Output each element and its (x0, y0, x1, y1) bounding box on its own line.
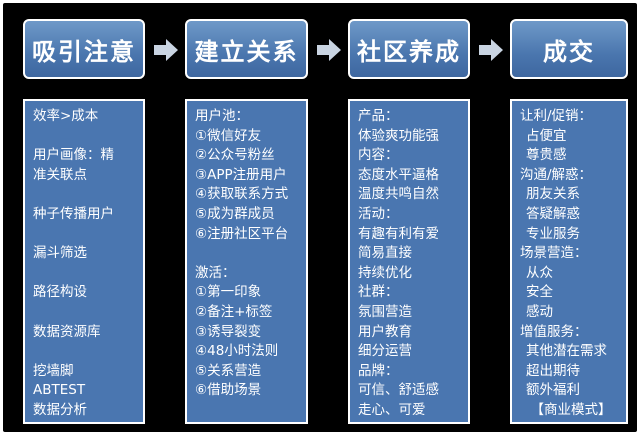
detail-line: 朋友关系 (526, 186, 580, 203)
detail-line: 体验爽功能强 (358, 127, 439, 144)
detail-line: 用户画像：精 (33, 147, 114, 164)
detail-line: ③诱导裂变 (195, 323, 262, 340)
detail-line: 活动： (358, 205, 399, 222)
detail-line: 路径构设 (33, 284, 87, 301)
detail-line: 【商业模式】 (530, 401, 612, 418)
stage-detail-box-4: 让利/促销： 占便宜尊贵感沟通/解惑： 朋友关系答疑解惑专业服务场景营造： 从众安全感… (510, 99, 628, 424)
detail-line: ABTEST (33, 382, 86, 399)
detail-line: ②备注+标签 (195, 303, 273, 320)
detail-line: 细分运营 (358, 343, 412, 360)
detail-line: 用户池： (195, 108, 249, 124)
arrow-right-icon (317, 39, 341, 61)
stage-detail-box-3: 产品： 体验爽功能强内容： 态度水平逼格温度共鸣自然活动： 有趣有利有爱简易直接持续优… (348, 99, 470, 424)
detail-line: 增值服务： (520, 323, 588, 340)
arrow-right-icon (154, 39, 178, 61)
detail-line: 准关联点 (33, 166, 87, 183)
detail-line: 答疑解惑 (526, 205, 580, 222)
detail-line: 持续优化 (358, 264, 412, 281)
detail-line: 超出期待 (526, 362, 580, 379)
detail-line: 用户教育 (358, 323, 412, 340)
detail-line: 社群： (358, 284, 399, 301)
stage-detail-box-2: 用户池： ①微信好友 ②公众号粉丝 ③APP注册用户 ④获取联系方式 ⑤成为群成员 ⑥注册社… (185, 99, 308, 424)
detail-line: 态度水平逼格 (358, 166, 439, 183)
detail-line: 安全 (526, 284, 553, 301)
detail-line: 可信、舒适感 (358, 382, 439, 399)
detail-line: 激活： (195, 264, 236, 281)
detail-line: 数据资源库 (33, 323, 101, 340)
detail-line: ④获取联系方式 (195, 186, 289, 203)
stage-header-1: 吸引注意 (23, 19, 145, 79)
detail-line: 尊贵感 (526, 147, 567, 164)
detail-line: 专业服务 (526, 225, 580, 242)
detail-line: 内容： (358, 147, 399, 164)
detail-line: 效率>成本 (33, 108, 99, 124)
stage-header-3: 社区养成 (348, 19, 470, 79)
detail-line: 挖墙脚 (33, 362, 74, 379)
detail-line: 从众 (526, 264, 553, 281)
detail-line: 场景营造： (520, 245, 588, 262)
detail-line: ⑥借助场景 (195, 382, 262, 399)
detail-line: 走心、可爱 (358, 401, 426, 418)
detail-line: 数据分析 (33, 401, 87, 418)
detail-line: ①微信好友 (195, 127, 262, 144)
detail-line: ④48小时法则 (195, 343, 279, 360)
detail-line: 沟通/解惑： (520, 166, 593, 183)
stage-header-2: 建立关系 (185, 19, 308, 79)
detail-line: 产品： (358, 108, 399, 124)
detail-line: 简易直接 (358, 245, 412, 262)
detail-line: ⑤成为群成员 (195, 205, 275, 222)
detail-line: ⑤关系营造 (195, 362, 262, 379)
detail-line: ①第一印象 (195, 284, 262, 301)
detail-line: ③APP注册用户 (195, 166, 287, 183)
detail-line: 漏斗筛选 (33, 245, 87, 262)
detail-line: 占便宜 (526, 127, 567, 144)
detail-line: 种子传播用户 (33, 205, 114, 222)
detail-line: ⑥注册社区平台 (195, 225, 289, 242)
detail-line: 额外福利 (526, 382, 580, 399)
detail-line: 有趣有利有爱 (358, 225, 439, 242)
detail-line: ②公众号粉丝 (195, 147, 275, 164)
detail-line: 温度共鸣自然 (358, 186, 439, 203)
detail-line: 其他潜在需求 (526, 343, 607, 360)
detail-line: 氛围营造 (358, 303, 412, 320)
detail-line: 让利/促销： (520, 108, 593, 124)
detail-line: 品牌： (358, 362, 399, 379)
stage-header-4: 成交 (510, 19, 628, 79)
arrow-right-icon (479, 39, 503, 61)
diagram-frame: 吸引注意 建立关系 社区养成 成交 效率>成本用户画像：精准关联点种子传播用户漏… (3, 3, 637, 432)
stage-detail-box-1: 效率>成本用户画像：精准关联点种子传播用户漏斗筛选路径构设数据资源库挖墙脚 ABT… (23, 99, 145, 424)
detail-line: 感动 (526, 303, 553, 320)
